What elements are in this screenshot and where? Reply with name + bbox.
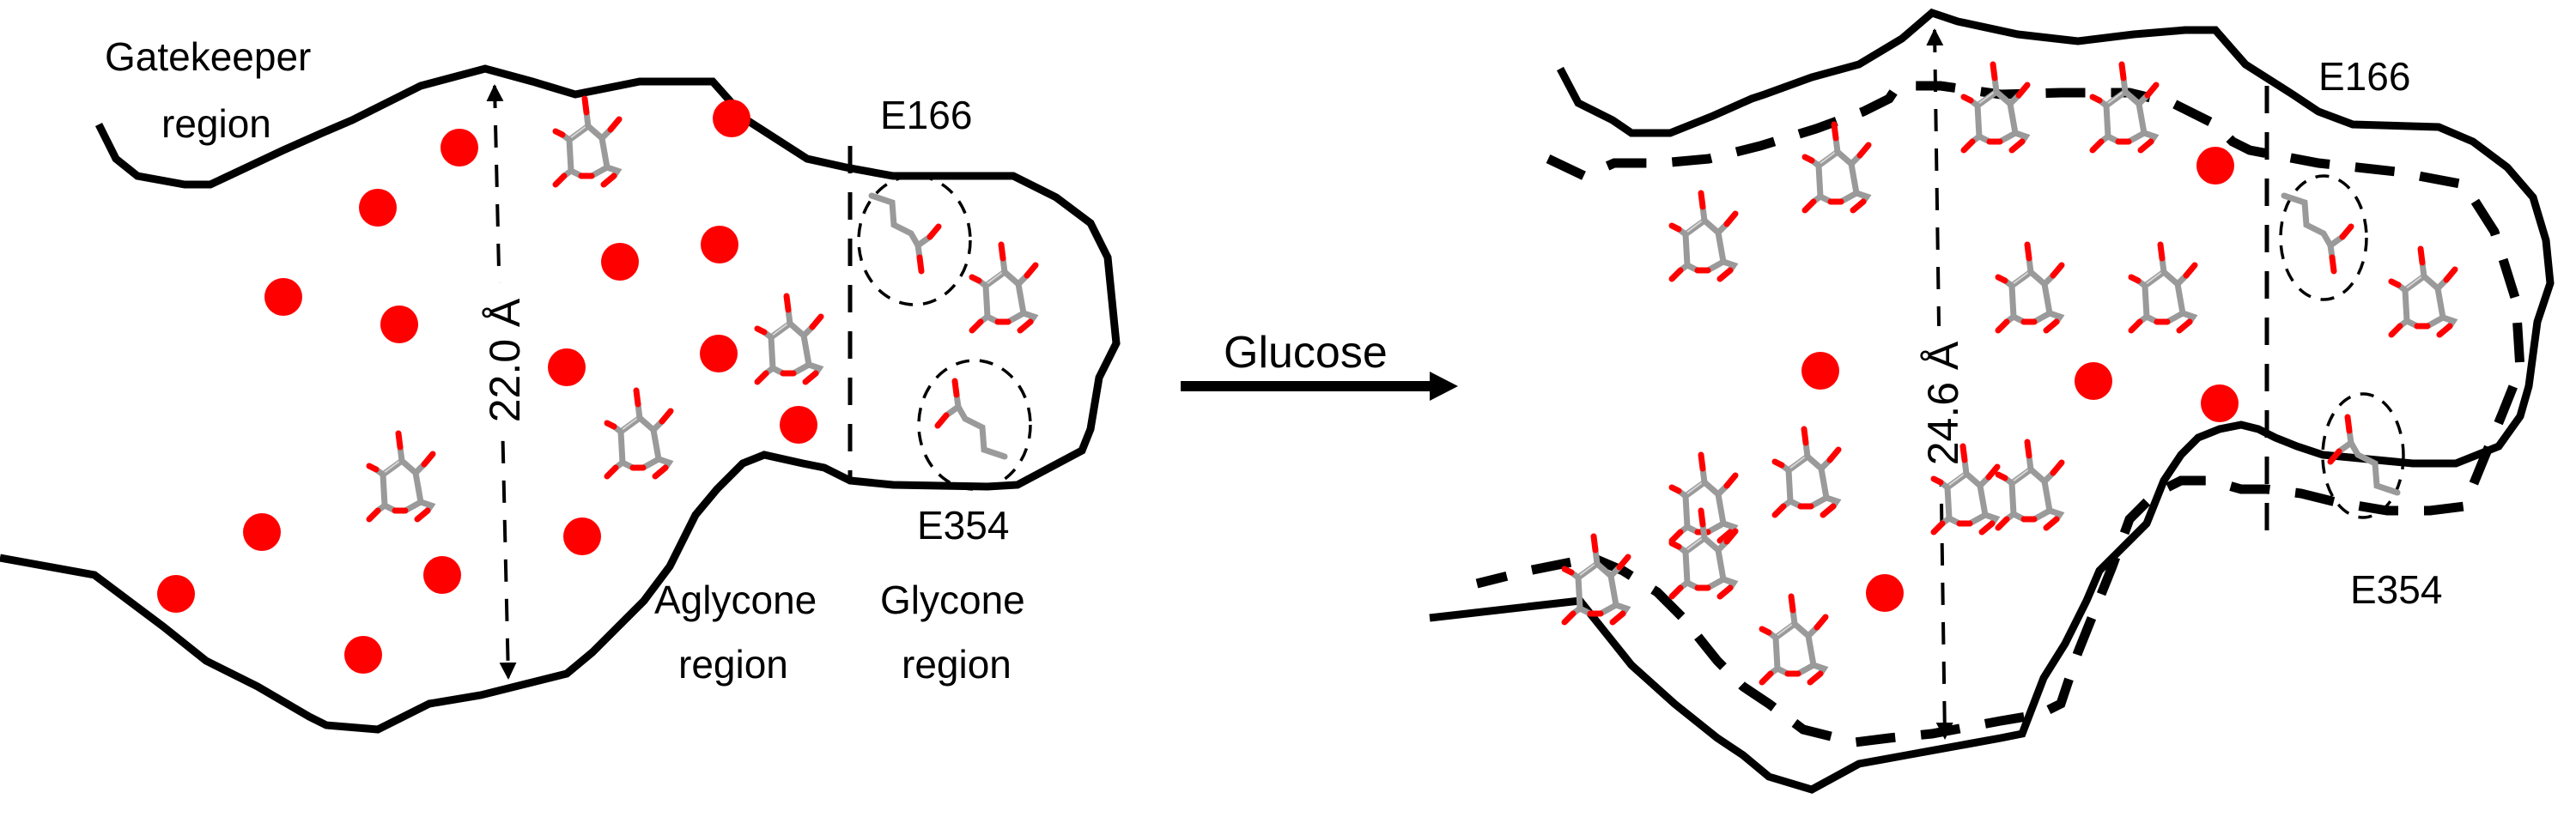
right-glucose-icon [1672, 193, 1735, 279]
right-water-icon [1866, 574, 1904, 612]
left-e354-label: E354 [917, 503, 1009, 548]
left-water-icon [780, 406, 817, 444]
left-water-icon [601, 243, 639, 281]
left-panel: 22.0 Å Gatekeeper region E166 E354 Aglyc… [0, 34, 1121, 734]
right-pocket-outline-top [1429, 8, 2555, 794]
right-e166-ring [2279, 174, 2368, 301]
left-waters [157, 100, 817, 674]
left-e166-ring [857, 174, 972, 306]
right-water-icon [2075, 362, 2112, 400]
left-water-icon [380, 306, 418, 343]
gatekeeper-label-line1: Gatekeeper [105, 34, 311, 79]
right-water-icon [2201, 384, 2239, 422]
left-water-icon [359, 189, 397, 227]
left-e166-residue-icon [872, 196, 939, 271]
glucose-transition: Glucose [1181, 328, 1458, 401]
left-pocket-outline [0, 64, 1121, 734]
right-panel: 24.6 Å E166 E354 [1429, 8, 2555, 794]
right-e354-ring [2321, 392, 2405, 519]
left-glucose-icon [369, 433, 433, 519]
aglycone-label-line2: region [678, 642, 788, 687]
left-glucose-icon [972, 245, 1036, 330]
left-water-icon [264, 278, 302, 316]
left-water-icon [344, 636, 382, 674]
left-water-icon [713, 100, 750, 137]
left-water-icon [563, 517, 601, 555]
left-e166-label: E166 [880, 93, 972, 137]
right-glucose-icon [1964, 64, 2027, 150]
left-e354-ring [917, 359, 1032, 491]
right-glucose-icon [1998, 442, 2062, 528]
right-e166-residue-icon [2284, 196, 2351, 271]
right-water-icon [1801, 352, 1839, 390]
right-inner-dashed-outline [1475, 81, 2525, 747]
left-width-label: 22.0 Å [481, 298, 529, 422]
left-glucose-icon [607, 390, 671, 476]
glycone-label-line2: region [902, 642, 1012, 687]
right-glucose-icon [2093, 64, 2156, 150]
right-glucose-icon [2131, 245, 2195, 330]
gatekeeper-label-line2: region [161, 101, 271, 146]
left-water-icon [548, 348, 586, 386]
right-glucose-icon [1564, 536, 1628, 622]
right-glucose-icon [1775, 429, 1838, 515]
left-e354-residue-icon [938, 381, 1005, 457]
transition-arrow-icon [1430, 372, 1458, 401]
left-glucose-icon [556, 99, 619, 185]
left-water-icon [701, 226, 738, 263]
left-glucose-icon [757, 296, 821, 382]
right-width-label: 24.6 Å [1919, 341, 1967, 465]
glucose-arrow-label: Glucose [1224, 328, 1388, 378]
left-water-icon [157, 575, 195, 613]
right-glucose-icon [1762, 596, 1826, 682]
right-waters [1801, 147, 2239, 612]
left-water-icon [700, 335, 738, 372]
left-water-icon [423, 556, 461, 594]
right-e354-label: E354 [2350, 567, 2442, 612]
right-glucose-icon [1805, 124, 1868, 210]
glycone-label-line1: Glycone [880, 578, 1025, 622]
left-water-icon [243, 513, 281, 551]
right-e166-label: E166 [2318, 54, 2410, 99]
right-glucose-icon [2391, 249, 2455, 335]
left-water-icon [440, 129, 478, 166]
right-glucose-icon [1998, 245, 2062, 330]
right-water-icon [2196, 147, 2234, 185]
aglycone-label-line1: Aglycone [654, 578, 817, 622]
